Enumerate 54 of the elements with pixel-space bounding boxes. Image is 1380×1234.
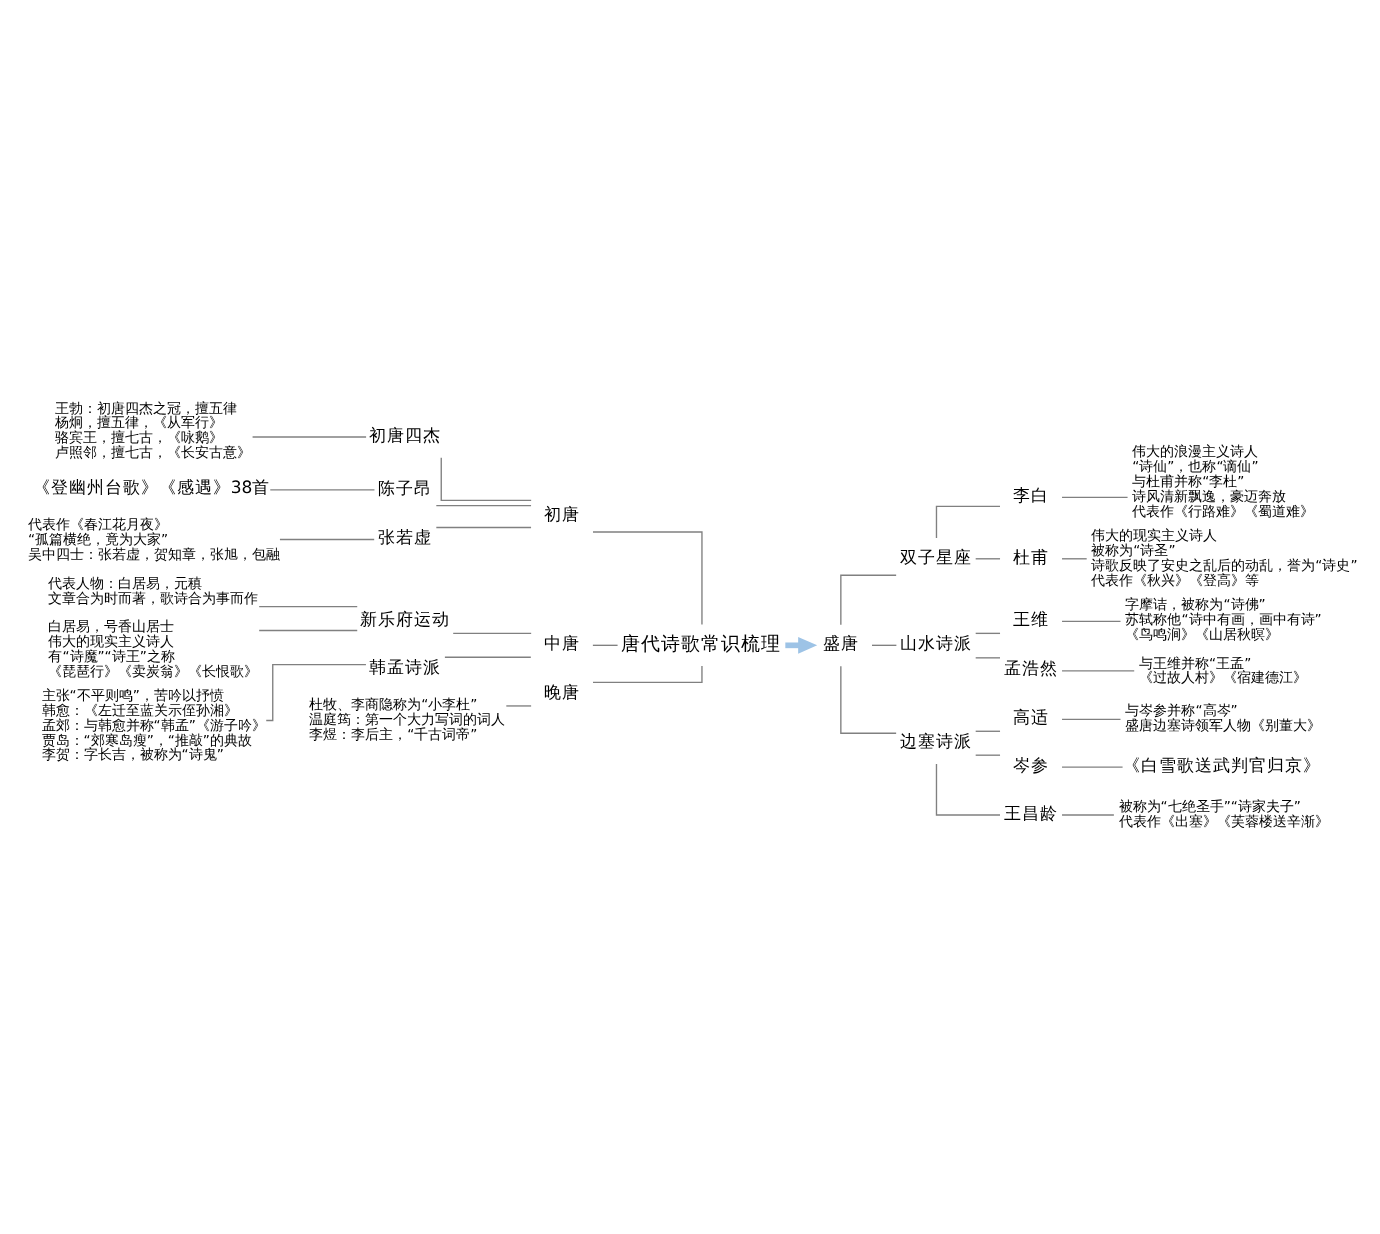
node-text: 陈子昂 [378, 479, 433, 500]
connector [975, 656, 1001, 658]
connector [935, 504, 1001, 538]
node-text: 《登幽州台歌》《感遇》38首 [32, 478, 271, 499]
node-text: 王维 [1012, 610, 1049, 631]
node-text: 孟浩然 [1003, 659, 1058, 680]
node-text: 晚唐 [543, 683, 580, 704]
node-text: 岑参 [1012, 756, 1049, 777]
connector [440, 456, 532, 501]
connector [1061, 813, 1115, 815]
node-text: 杜甫 [1012, 547, 1049, 568]
connector [871, 643, 898, 645]
connector [1061, 717, 1122, 719]
node-text: 初唐 [543, 504, 580, 525]
node-text: 新乐府运动 [360, 610, 451, 631]
connector [444, 655, 532, 657]
connector [592, 643, 619, 645]
connector [258, 628, 358, 631]
connector [1061, 619, 1122, 622]
connector [1061, 495, 1129, 497]
connector [935, 762, 1001, 815]
connector [251, 435, 367, 437]
connector [840, 664, 897, 733]
connector [1061, 557, 1088, 559]
node-text: 高适 [1012, 708, 1049, 729]
connector [435, 525, 532, 528]
node-text: 山水诗派 [899, 634, 972, 655]
connector [1061, 765, 1124, 767]
connector [279, 537, 375, 540]
node-text: 韩孟诗派 [369, 658, 442, 679]
node-text: 双子星座 [899, 547, 972, 568]
node-text: 边塞诗派 [899, 732, 972, 753]
connector [505, 704, 532, 706]
node-text: 张若虚 [378, 528, 433, 549]
connector [975, 557, 1001, 559]
connector [269, 488, 376, 490]
connector [592, 530, 703, 625]
connector [258, 604, 358, 607]
connector [592, 664, 703, 682]
connector [975, 729, 1001, 731]
connector [452, 631, 532, 634]
node-text: 盛唐 [822, 634, 859, 655]
node-text: 中唐 [543, 634, 580, 655]
node-text: 李白 [1012, 486, 1049, 507]
node-text: 《白雪歌送武判官归京》 [1122, 756, 1321, 777]
connector [435, 504, 532, 506]
connector [975, 631, 1001, 634]
node-text: 初唐四杰 [369, 425, 442, 446]
node-text: 王昌龄 [1003, 803, 1058, 824]
connector [265, 663, 367, 721]
connector [840, 573, 897, 625]
connector [975, 753, 1001, 755]
node-text: 唐代诗歌常识梳理 [621, 632, 782, 655]
connector [1061, 669, 1135, 671]
